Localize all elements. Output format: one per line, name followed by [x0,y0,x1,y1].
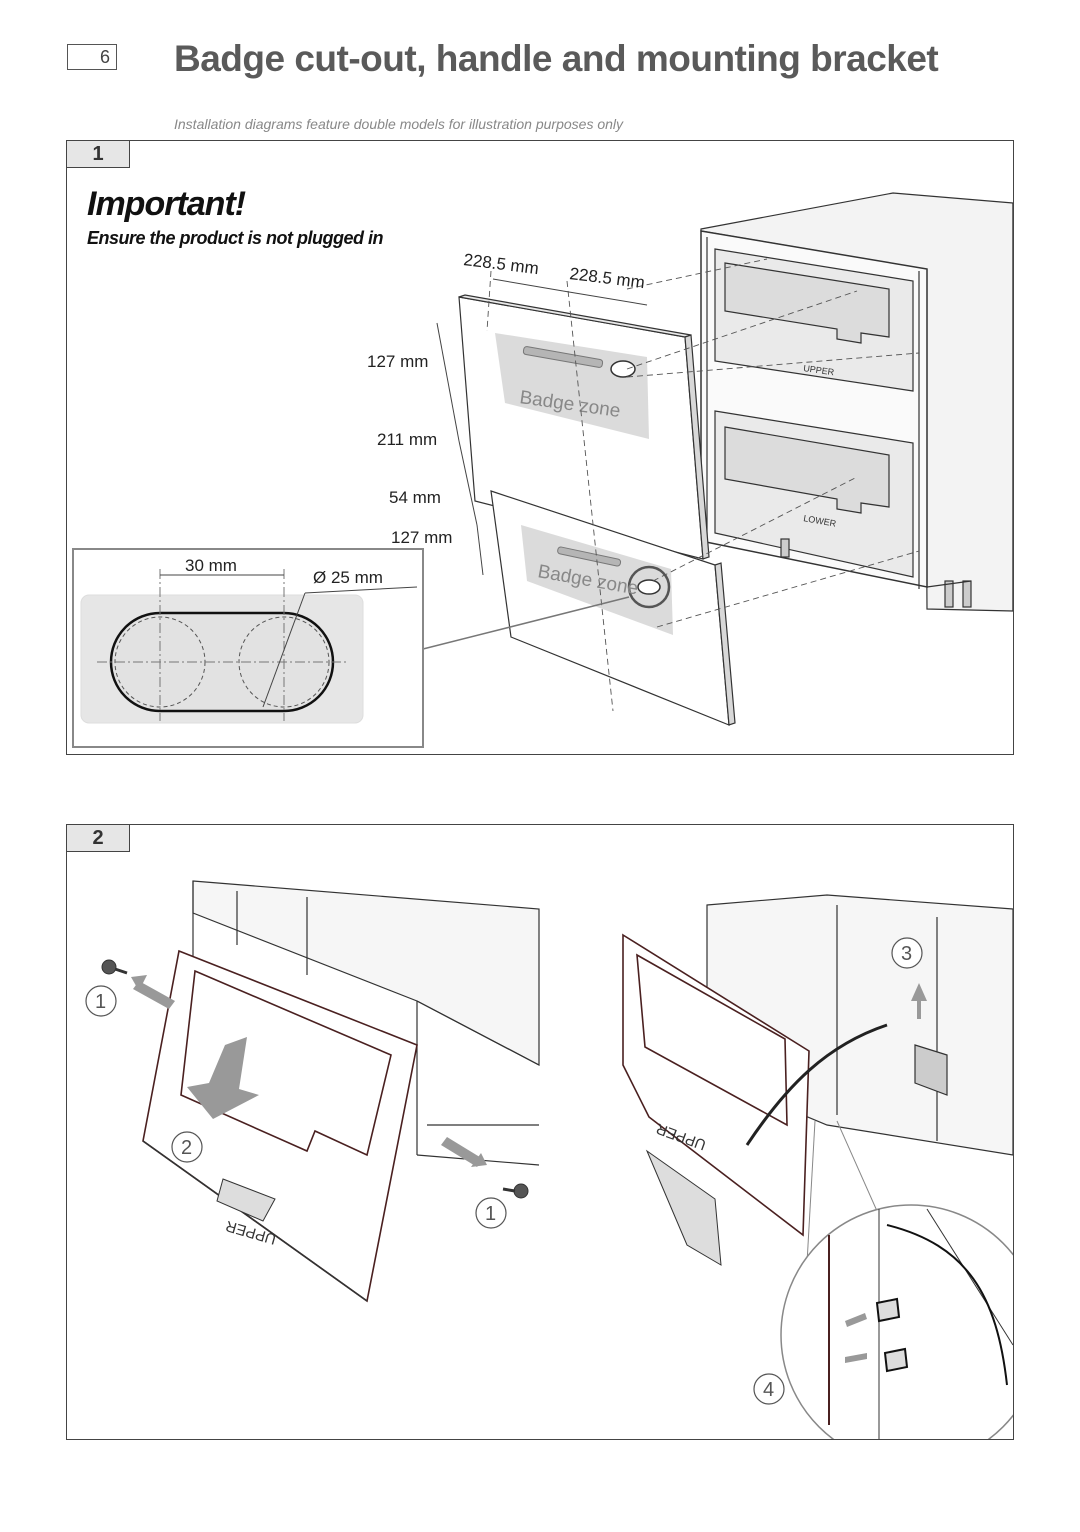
zoom-leader-2 [836,1120,878,1212]
lift-arrow [911,983,927,1019]
dimension-width-2: 228.5 mm [569,264,646,292]
step2-diagram: UPPER UPPER [85,880,1013,1439]
handle-plate-left [216,1178,276,1222]
upper-drawer-label: UPPER [803,363,836,377]
callout-4: 4 [763,1379,774,1401]
connector-zoom-detail [780,1204,1013,1439]
page-number-box: 6 [67,44,117,70]
step2-tag: 2 [66,824,130,852]
dishwasher-cabinet [700,192,1013,612]
page-subtitle: Installation diagrams feature double mod… [174,116,624,132]
unplug-warning: Ensure the product is not plugged in [87,228,384,248]
dimension-211: 211 mm [377,430,437,449]
callout-2: 2 [181,1137,192,1159]
dimension-top: 127 mm [367,352,428,371]
dimension-width-1: 228.5 mm [463,250,540,278]
push-down-arrow [187,1037,259,1119]
callout-1a: 1 [95,991,106,1013]
zoom-leader-1 [806,1120,816,1264]
step2-panel: 2 UPPER [66,824,1014,1440]
right-bracket [622,933,810,1237]
dimension-54: 54 mm [389,488,441,507]
handle-plate-right [645,1149,722,1266]
callout-1b: 1 [485,1203,496,1225]
callout-markers [85,937,923,1405]
left-bracket [142,949,418,1303]
callout-3: 3 [901,943,912,965]
dimension-bottom: 127 mm [391,528,452,547]
detail-diameter-label: Ø 25 mm [313,568,383,587]
step1-panel: 1 Important! Ensure the product is not p… [66,140,1014,755]
page-number: 6 [99,47,110,67]
important-heading: Important! [87,185,246,223]
badge-cutout-detail [72,548,424,748]
projection-lines [486,258,920,712]
screw-icon [101,959,529,1199]
step1-tag: 1 [66,140,130,168]
page-title: Badge cut-out, handle and mounting brack… [174,38,939,79]
step1-diagram: UPPER LOWER Badge zone Badge zone [72,192,1013,748]
badge-zone-upper: Badge zone [495,333,649,439]
detail-leader [422,596,630,650]
wiring-harness [745,1023,888,1146]
dimension-lines [436,278,648,576]
removal-arrows [131,975,487,1167]
detail-width-label: 30 mm [185,556,237,575]
